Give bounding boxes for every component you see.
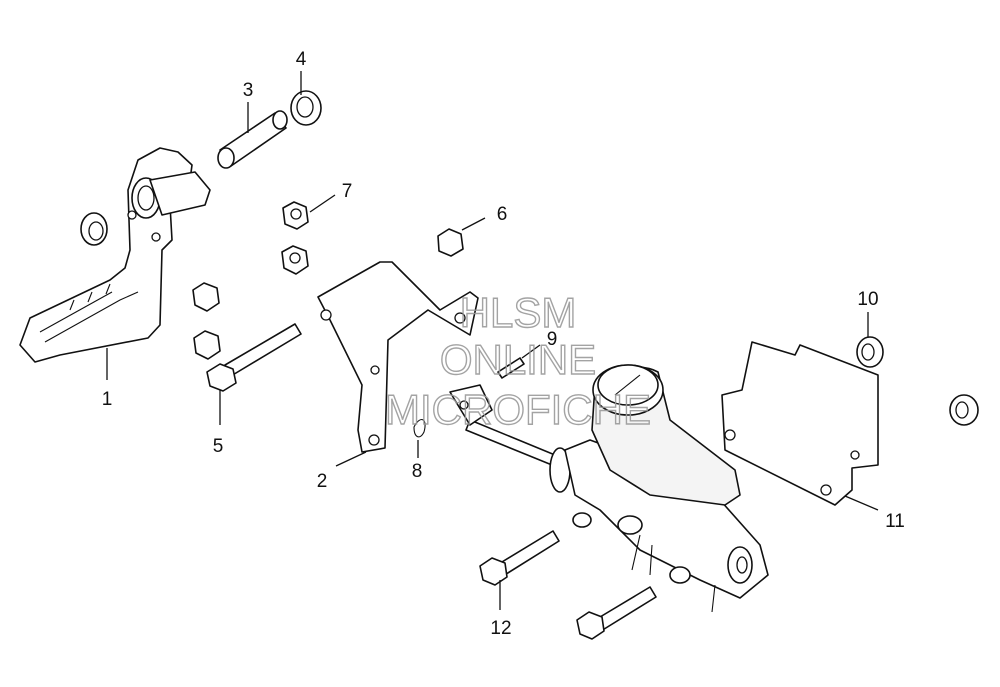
callout-1: 1 [102, 389, 113, 410]
watermark-line3: MICROFICHE [385, 386, 651, 433]
callout-5: 5 [213, 436, 224, 457]
part-bolts-12 [479, 530, 657, 640]
callout-7: 7 [342, 181, 353, 202]
callout-2: 2 [317, 471, 328, 492]
callouts: 1 2 3 4 5 6 7 8 9 10 11 12 [102, 49, 905, 639]
part-nut-6 [437, 228, 464, 257]
part-nuts [192, 201, 309, 360]
part-sleeve [217, 110, 288, 169]
callout-11: 11 [885, 511, 905, 532]
part-bracket [317, 261, 479, 453]
part-bolt-5 [206, 323, 302, 392]
callout-8: 8 [412, 461, 423, 482]
part-pin-9 [497, 357, 525, 379]
part-pedal [19, 147, 211, 363]
part-flanged-bushing [290, 90, 322, 126]
watermark: HLSM ONLINE MICROFICHE [384, 288, 651, 433]
leader-lines [106, 71, 879, 610]
callout-4: 4 [296, 49, 307, 70]
part-master-cylinder [449, 364, 769, 613]
part-clip-8 [413, 419, 426, 438]
watermark-line1: HLSM [460, 289, 577, 336]
callout-3: 3 [243, 80, 254, 101]
watermark-line2: ONLINE [440, 336, 596, 383]
callout-12: 12 [490, 618, 511, 639]
callout-6: 6 [497, 204, 508, 225]
washer-left [80, 212, 108, 246]
part-shield-plate [721, 341, 879, 506]
part-grommets-10 [856, 336, 979, 426]
callout-9: 9 [547, 329, 558, 350]
callout-10: 10 [857, 289, 878, 310]
